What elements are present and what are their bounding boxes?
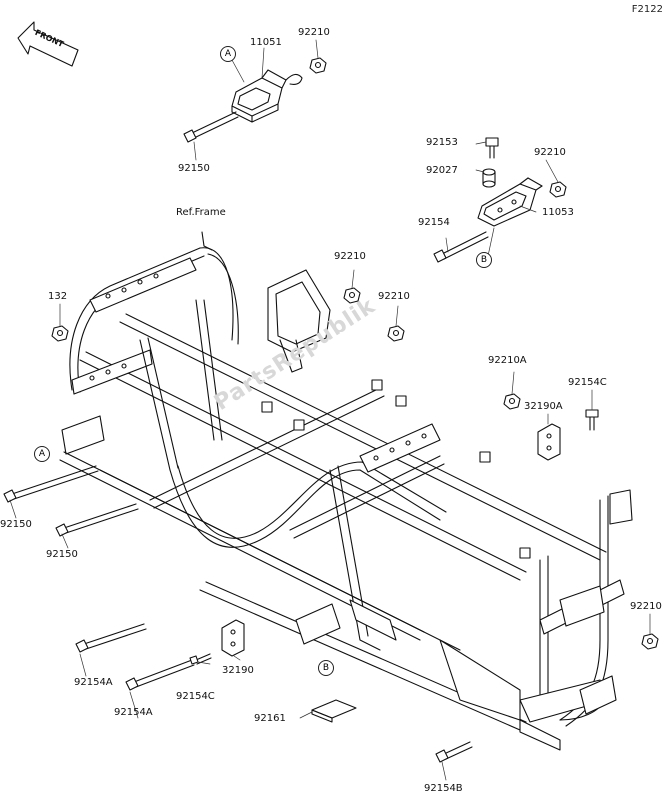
part-label: 92027 xyxy=(426,165,458,176)
bracket-11051 xyxy=(231,69,303,123)
nut-132 xyxy=(51,325,69,342)
callout-a-top: A xyxy=(220,46,236,62)
part-label: 92210 xyxy=(334,251,366,262)
bracket-32190 xyxy=(221,619,245,657)
part-label: 92154C xyxy=(176,691,215,702)
nut-92210-right xyxy=(549,181,567,198)
bolt-92150-top xyxy=(183,111,239,143)
front-arrow-icon xyxy=(17,21,79,67)
part-label: 132 xyxy=(48,291,68,302)
part-label: 92210 xyxy=(534,147,566,158)
main-frame xyxy=(59,231,633,751)
nut-92210-mid xyxy=(343,287,361,304)
part-label: 92154C xyxy=(568,377,607,388)
part-label: 92150 xyxy=(0,519,32,530)
diagram-code: F2122 xyxy=(631,4,663,15)
bolt-92150-l2 xyxy=(55,503,139,537)
bolt-92150-l1 xyxy=(3,465,99,503)
part-label: 92161 xyxy=(254,713,286,724)
part-label: 92154 xyxy=(418,217,450,228)
bracket-32190A xyxy=(537,423,561,461)
part-label: 92150 xyxy=(178,163,210,174)
bolt-92154C-l xyxy=(189,653,212,665)
part-label: 92153 xyxy=(426,137,458,148)
part-label: 92210 xyxy=(630,601,662,612)
bracket-11053 xyxy=(477,177,543,227)
nut-92210-top xyxy=(309,57,327,74)
part-label: 92154A xyxy=(74,677,113,688)
collar-92027 xyxy=(482,168,496,188)
part-label: 92210 xyxy=(298,27,330,38)
part-label: 32190A xyxy=(524,401,563,412)
callout-b-top: B xyxy=(476,252,492,268)
part-label: 92154A xyxy=(114,707,153,718)
bolt-92153 xyxy=(485,137,499,159)
part-label: 92210A xyxy=(488,355,527,366)
callout-b-frame: B xyxy=(318,660,334,676)
bolt-92154A-2 xyxy=(125,659,195,691)
part-label: 92154B xyxy=(424,783,463,794)
leader-lines xyxy=(9,39,651,781)
part-label: 11051 xyxy=(250,37,282,48)
nut-92210-mid2 xyxy=(387,325,405,342)
bolt-92154B xyxy=(435,741,473,763)
part-label: 32190 xyxy=(222,665,254,676)
nut-92210-br xyxy=(641,633,659,650)
bolt-92154 xyxy=(433,231,489,263)
ref-frame-label: Ref.Frame xyxy=(176,207,226,218)
part-label: 92150 xyxy=(46,549,78,560)
callout-a-frame: A xyxy=(34,446,50,462)
part-label: 92210 xyxy=(378,291,410,302)
bolt-92154C-r xyxy=(585,409,599,431)
part-label: 11053 xyxy=(542,207,574,218)
pad-92161 xyxy=(311,699,357,723)
nut-92210A xyxy=(503,393,521,410)
bolt-92154A-1 xyxy=(75,623,147,653)
